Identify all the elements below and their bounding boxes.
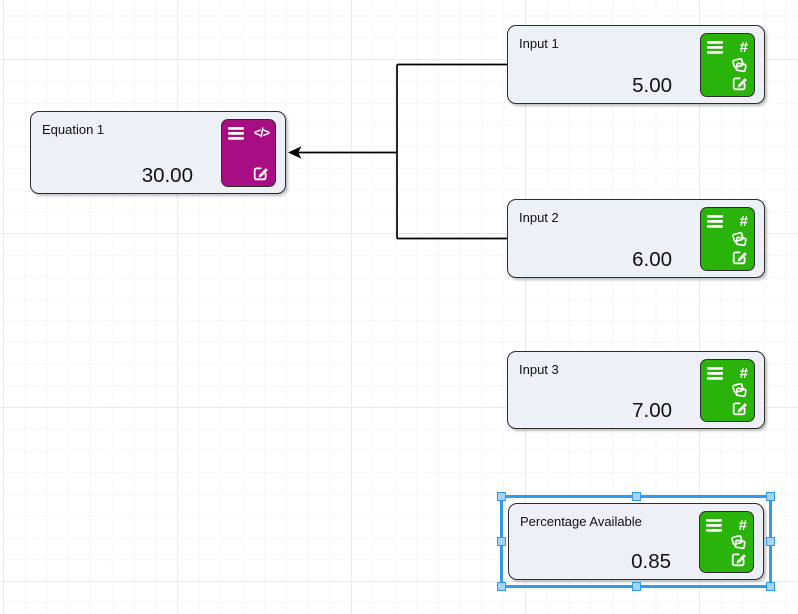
node-value: 30.00 [141,164,193,187]
node-action-panel: # [700,359,755,422]
node-title: Equation 1 [42,122,105,137]
node-input-3[interactable]: Input 3 7.00 # [507,351,765,429]
node-title: Input 3 [519,362,559,377]
resize-handle-n[interactable] [631,492,641,501]
number-type-icon[interactable]: # [738,516,747,534]
cards-icon[interactable] [731,231,748,247]
node-title: Input 2 [519,210,559,225]
resize-handle-sw[interactable] [497,582,506,591]
node-action-panel: # [699,511,754,573]
node-value: 7.00 [632,399,672,422]
node-equation-1[interactable]: Equation 1 30.00 </> [30,111,286,194]
edit-icon[interactable] [732,75,748,91]
node-input-1[interactable]: Input 1 5.00 # [507,25,765,104]
resize-handle-se[interactable] [766,582,775,591]
menu-icon[interactable] [707,214,723,228]
menu-icon[interactable] [706,518,722,532]
number-type-icon[interactable]: # [739,212,748,230]
cards-icon[interactable] [731,383,748,398]
number-type-icon[interactable]: # [739,38,748,56]
edit-icon[interactable] [731,551,747,567]
node-action-panel: # [700,207,755,271]
resize-handle-nw[interactable] [497,492,506,501]
node-value: 5.00 [632,74,672,97]
node-title: Input 1 [519,36,559,51]
resize-handle-w[interactable] [497,537,506,546]
node-value: 0.85 [631,550,671,573]
resize-handle-e[interactable] [766,537,775,546]
edit-icon[interactable] [732,400,748,416]
node-input-2[interactable]: Input 2 6.00 # [507,199,765,278]
edit-icon[interactable] [253,165,269,181]
cards-icon[interactable] [731,57,748,73]
edit-icon[interactable] [732,249,748,265]
edge-line[interactable] [298,63,507,240]
menu-icon[interactable] [707,40,723,54]
code-icon[interactable]: </> [253,125,270,140]
node-action-panel: </> [221,119,276,187]
node-percentage-available[interactable]: Percentage Available 0.85 # [508,503,764,580]
node-value: 6.00 [632,248,672,271]
edge-arrowhead-icon [288,146,302,159]
resize-handle-ne[interactable] [766,492,775,501]
resize-handle-s[interactable] [631,582,641,591]
menu-icon[interactable] [228,126,244,140]
menu-icon[interactable] [707,366,723,380]
number-type-icon[interactable]: # [739,364,748,382]
selection-outline [497,492,775,591]
cards-icon[interactable] [730,534,747,550]
node-title: Percentage Available [520,514,642,529]
node-action-panel: # [700,33,755,97]
